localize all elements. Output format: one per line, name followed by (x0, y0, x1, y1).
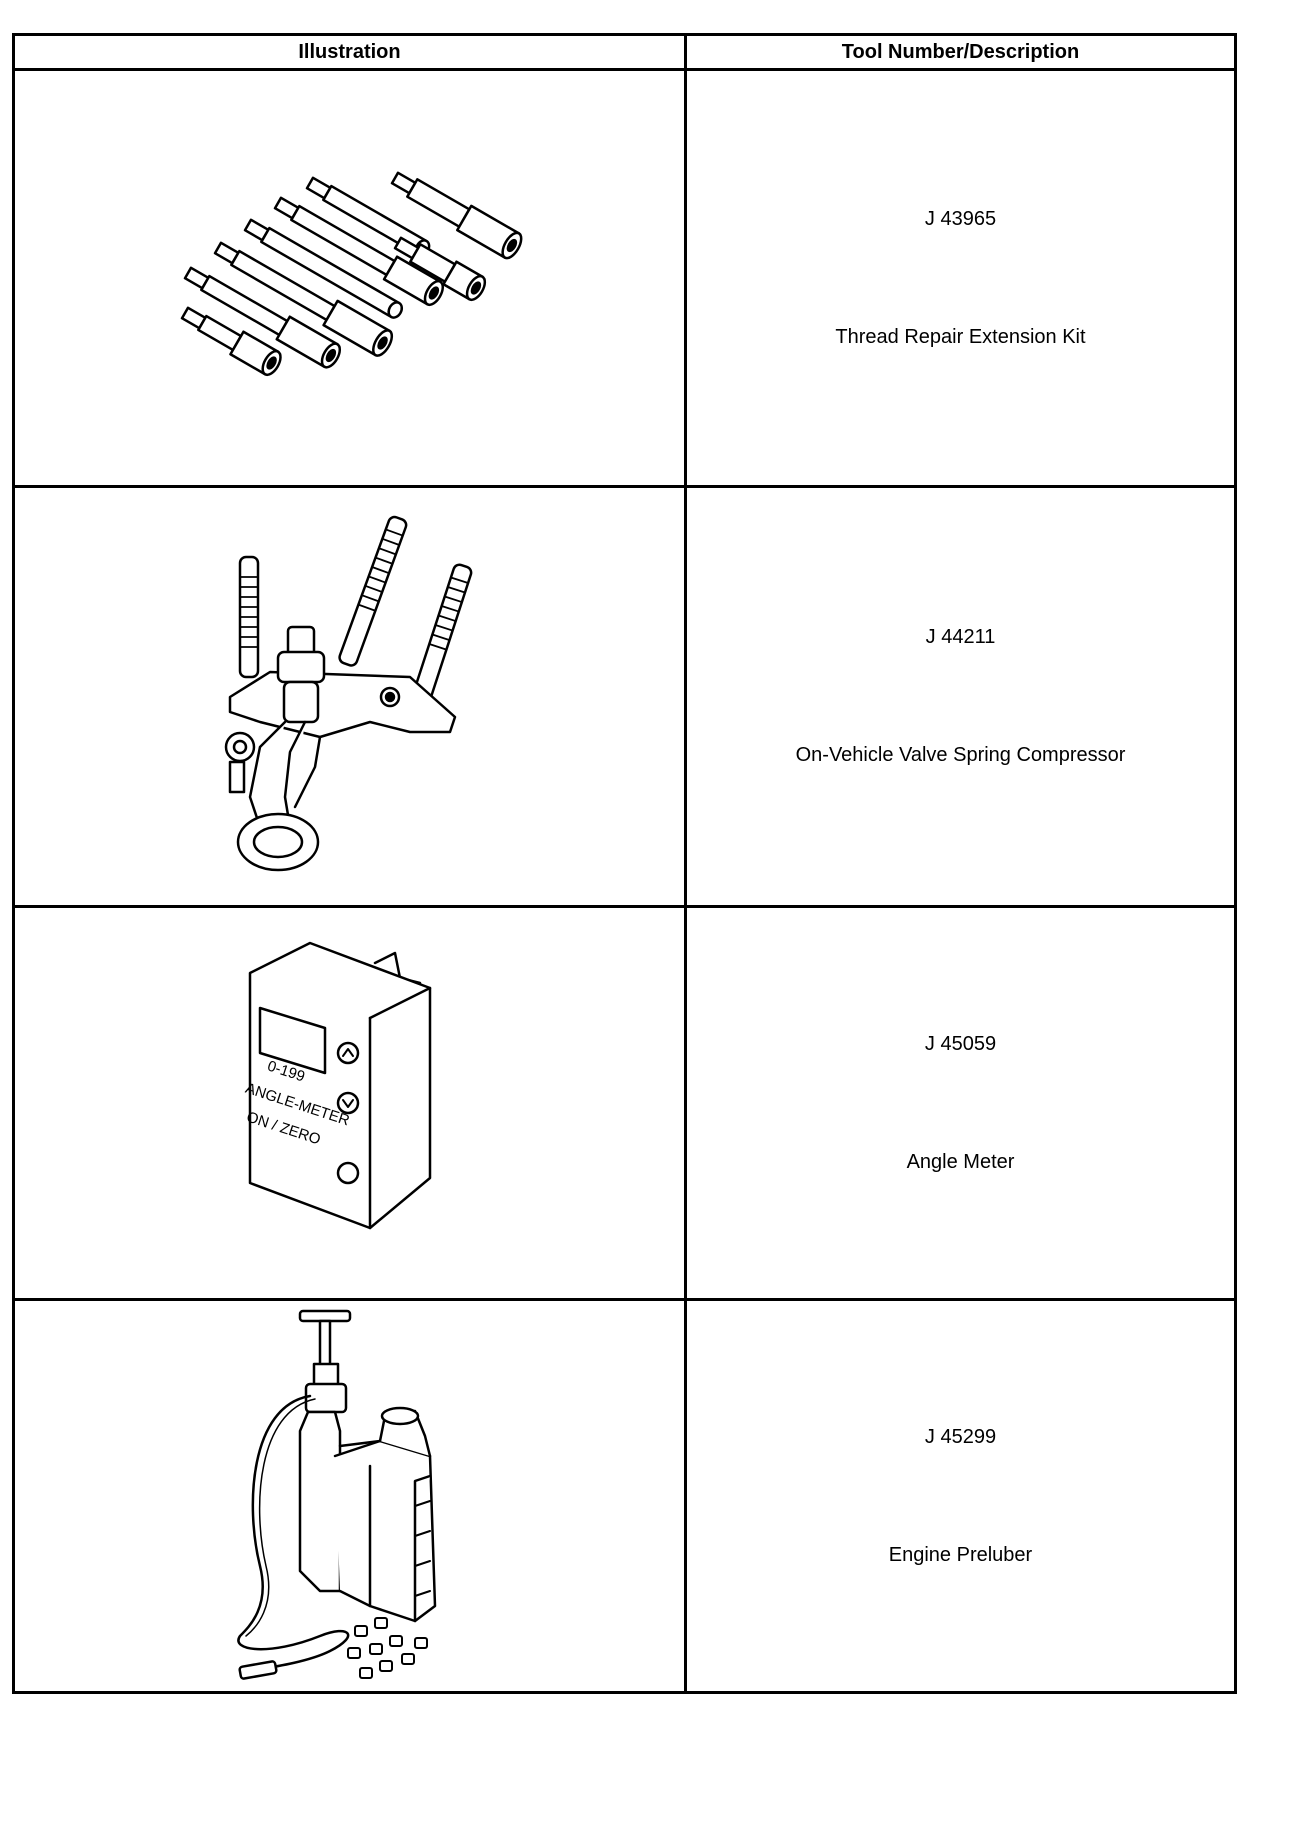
tool-number: J 45299 (924, 1425, 997, 1448)
tool-number: J 45059 (924, 1032, 997, 1055)
table-row: J 45299 Engine Preluber (12, 1298, 1237, 1694)
header-row: Illustration Tool Number/Description (12, 33, 1237, 71)
tool-number: J 43965 (924, 207, 997, 230)
description-cell: J 43965 Thread Repair Extension Kit (684, 68, 1237, 488)
engine-preluber-icon (236, 1309, 436, 1680)
description-cell: J 44211 On-Vehicle Valve Spring Compress… (684, 485, 1237, 908)
valve-spring-compressor-icon (224, 515, 472, 871)
table-row: J 43965 Thread Repair Extension Kit (12, 68, 1237, 488)
illustration-cell (12, 68, 687, 488)
tool-table: Illustration Tool Number/Description (12, 33, 1237, 1694)
illustration-cell (12, 485, 687, 908)
angle-meter-icon: 0-199 ANGLE-METER ON / ZERO (243, 941, 431, 1230)
tool-number: J 44211 (925, 626, 996, 648)
description-cell: J 45299 Engine Preluber (684, 1298, 1237, 1694)
illustration-cell (12, 1298, 687, 1694)
description-cell: J 45059 Angle Meter (684, 905, 1237, 1301)
table-row: 0-199 ANGLE-METER ON / ZERO J 45059 Angl… (12, 905, 1237, 1301)
header-tool-number-description: Tool Number/Description (684, 33, 1237, 71)
illustration-cell: 0-199 ANGLE-METER ON / ZERO (12, 905, 687, 1301)
tool-description: Engine Preluber (888, 1543, 1033, 1566)
table-row: J 44211 On-Vehicle Valve Spring Compress… (12, 485, 1237, 908)
tool-description: Thread Repair Extension Kit (835, 325, 1086, 348)
tool-description: On-Vehicle Valve Spring Compressor (795, 744, 1126, 766)
tool-description: Angle Meter (906, 1150, 1015, 1173)
extension-kit-icon (180, 171, 522, 377)
header-illustration: Illustration (12, 33, 687, 71)
